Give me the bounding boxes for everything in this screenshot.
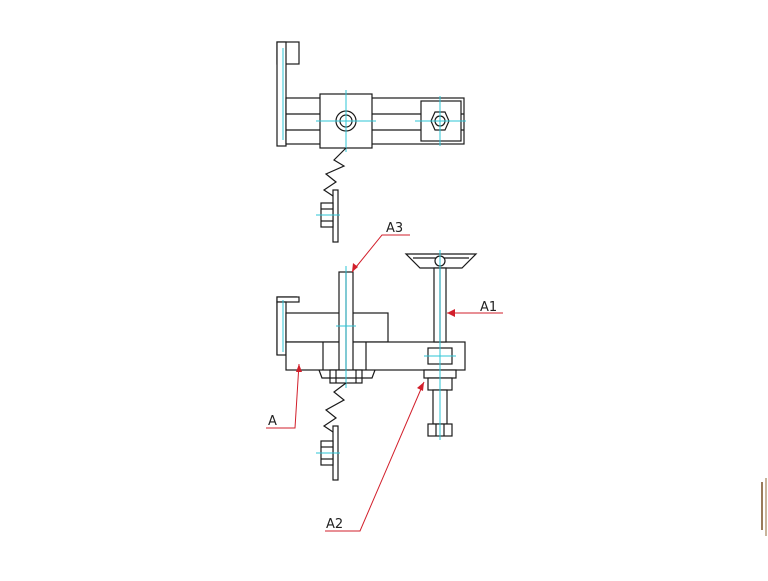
- front-view-lower-bar: [285, 341, 466, 371]
- leader-a1: [447, 309, 503, 317]
- label-a2: A2: [326, 517, 343, 532]
- label-a3: A3: [386, 221, 403, 236]
- front-view: [276, 250, 478, 481]
- top-view-bracket-plate: [276, 41, 287, 147]
- label-a1: A1: [480, 300, 497, 315]
- leader-a: [266, 363, 302, 429]
- label-a: A: [268, 414, 277, 429]
- leader-a3: [351, 234, 410, 273]
- front-view-chain: [322, 382, 347, 433]
- edge-fragment: [761, 478, 767, 536]
- top-view: [276, 41, 466, 243]
- leader-a2: [325, 381, 425, 532]
- front-view-upper-block: [285, 312, 389, 343]
- top-view-hanger-plate: [332, 189, 339, 243]
- top-view-chain: [322, 147, 347, 197]
